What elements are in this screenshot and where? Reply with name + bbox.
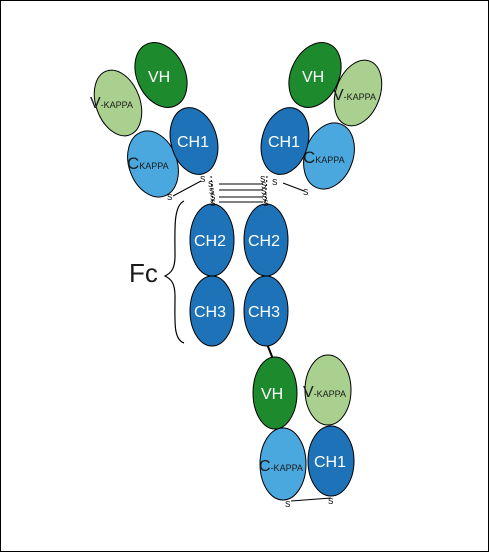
s-label: S — [328, 497, 333, 506]
s-label: S — [263, 199, 268, 208]
bond-lines — [172, 175, 332, 502]
left-v-kappa-small: -KAPPA — [101, 100, 133, 110]
fc-label: Fc — [129, 258, 158, 288]
s-label: S — [303, 188, 308, 197]
bottom-c-kappa-domain — [259, 427, 307, 501]
right-v-kappa-small: -KAPPA — [344, 92, 376, 102]
left-vh-label: VH — [148, 69, 170, 86]
s-label: S — [260, 175, 265, 184]
right-c-kappa-big: C — [303, 148, 315, 167]
left-ch1-domain — [169, 107, 219, 175]
right-ch1-label: CH1 — [268, 134, 300, 151]
right-ch2-label: CH2 — [248, 233, 280, 250]
left-c-kappa-big: C — [127, 154, 139, 173]
s-label: S — [272, 178, 277, 187]
bottom-vh-domain — [252, 356, 298, 430]
left-c-kappa-small: KAPPA — [139, 161, 168, 171]
right-vh-label: VH — [302, 69, 324, 86]
left-ch3-label: CH3 — [194, 304, 226, 321]
s-label: S — [210, 193, 215, 202]
right-vh-domain — [288, 42, 342, 108]
svg-text:CKAPPA: CKAPPA — [303, 148, 345, 167]
left-vh-domain — [134, 42, 188, 108]
svg-text:V-KAPPA: V-KAPPA — [303, 384, 346, 401]
svg-text:CKAPPA: CKAPPA — [127, 154, 169, 173]
fc-brace — [163, 200, 185, 344]
svg-text:V-KAPPA: V-KAPPA — [333, 87, 376, 104]
s-label: S — [261, 187, 266, 196]
s-label: S — [209, 187, 214, 196]
s-label: S — [200, 175, 205, 184]
left-v-kappa-domain — [93, 69, 143, 137]
left-ch1-label: CH1 — [177, 134, 209, 151]
fc-region: CH2 CH2 CH3 CH3 — [189, 203, 289, 347]
bottom-v-kappa-small: -KAPPA — [314, 389, 346, 399]
left-v-kappa-big: V — [90, 95, 101, 112]
bottom-vh-label: VH — [261, 386, 283, 403]
bottom-ch1-domain — [307, 425, 355, 497]
bottom-v-kappa-domain — [304, 354, 352, 426]
right-v-kappa-big: V — [333, 87, 344, 104]
bottom-v-kappa-big: V — [303, 384, 314, 401]
right-ch1-domain — [260, 107, 310, 175]
left-ch2-label: CH2 — [194, 233, 226, 250]
s-label: S — [210, 199, 215, 208]
left-fab: V-KAPPA VH CKAPPA CH1 — [90, 42, 219, 198]
s-label: S — [262, 193, 267, 202]
right-ch3-domain — [243, 275, 289, 347]
s-label: S — [285, 500, 290, 509]
right-c-kappa-small: KAPPA — [315, 155, 344, 165]
right-v-kappa-domain — [333, 59, 383, 127]
bottom-fab: V-KAPPA VH C-KAPPA CH1 — [252, 354, 355, 501]
svg-text:V-KAPPA: V-KAPPA — [90, 95, 133, 112]
left-ch3-domain — [189, 275, 235, 347]
disulfide-labels: S S S S S S S S S S S S S S S — [167, 175, 333, 509]
s-label: S — [208, 180, 213, 189]
s-label: S — [261, 181, 266, 190]
right-fab: V-KAPPA VH CKAPPA CH1 — [260, 42, 383, 190]
bottom-ch1-label: CH1 — [314, 454, 346, 471]
s-label: S — [167, 193, 172, 202]
bottom-c-kappa-big: C — [259, 458, 271, 475]
bottom-c-kappa-small: -KAPPA — [271, 463, 303, 473]
right-ch3-label: CH3 — [248, 304, 280, 321]
svg-text:C-KAPPA: C-KAPPA — [259, 458, 303, 475]
